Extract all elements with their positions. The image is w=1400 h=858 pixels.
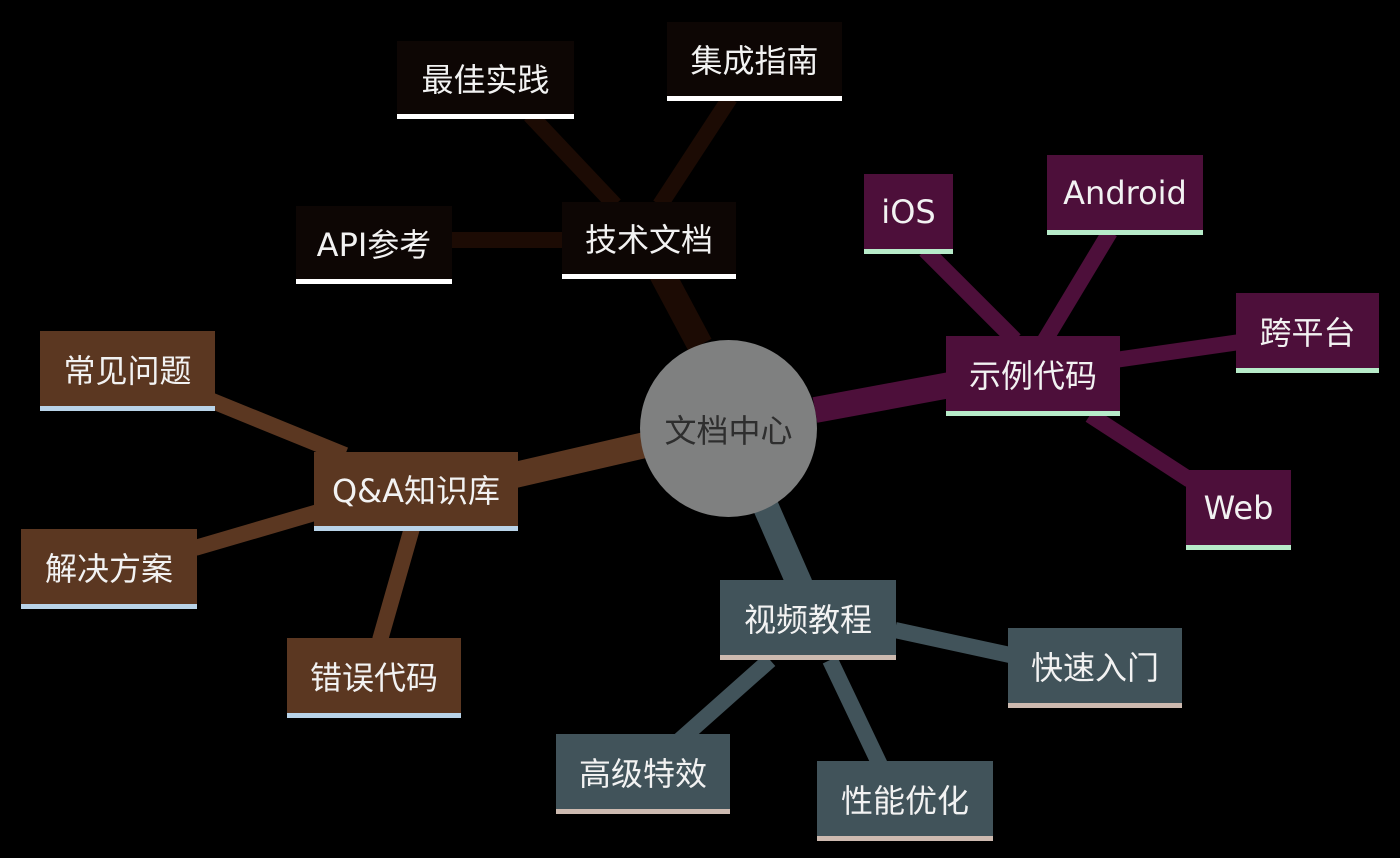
node-best-practices-label: 最佳实践	[421, 60, 550, 99]
node-integration-guide-label: 集成指南	[690, 42, 819, 80]
edge-center-video	[753, 499, 812, 591]
edge-tech-bestpractice	[524, 109, 621, 211]
node-ios[interactable]: iOS	[864, 174, 953, 254]
node-best-practices[interactable]: 最佳实践	[397, 41, 574, 119]
node-ios-label: iOS	[881, 192, 936, 231]
node-advanced-effects-label: 高级特效	[578, 754, 707, 793]
edge-tech-integration	[653, 93, 737, 210]
node-solutions-label: 解决方案	[44, 549, 173, 588]
branch-sample-code[interactable]: 示例代码	[946, 336, 1120, 416]
node-android[interactable]: Android	[1047, 155, 1203, 235]
node-integration-guide[interactable]: 集成指南	[667, 22, 842, 101]
branch-qa-knowledge-base-label: Q&A知识库	[331, 472, 501, 510]
node-cross-platform-label: 跨平台	[1259, 313, 1356, 352]
node-faq[interactable]: 常见问题	[40, 331, 215, 411]
node-error-codes-label: 错误代码	[309, 658, 438, 697]
edge-video-advanced	[674, 654, 776, 746]
node-solutions[interactable]: 解决方案	[21, 529, 197, 609]
branch-tech-docs-label: 技术文档	[584, 221, 713, 259]
edge-qa-faq	[206, 392, 349, 463]
node-quick-start-label: 快速入门	[1030, 648, 1159, 687]
node-api-reference-label: API参考	[316, 225, 432, 264]
edge-center-qa	[512, 432, 648, 488]
branch-video-tutorials[interactable]: 视频教程	[720, 580, 896, 660]
center-node-label: 文档中心	[664, 411, 793, 450]
edge-sample-cross	[1113, 334, 1242, 368]
edge-sample-ios	[919, 244, 1021, 346]
node-advanced-effects[interactable]: 高级特效	[556, 734, 730, 814]
branch-tech-docs[interactable]: 技术文档	[562, 202, 736, 279]
branch-video-tutorials-label: 视频教程	[743, 600, 872, 639]
node-performance[interactable]: 性能优化	[817, 761, 993, 841]
node-error-codes[interactable]: 错误代码	[287, 638, 461, 718]
branch-sample-code-label: 示例代码	[968, 356, 1097, 395]
node-android-label: Android	[1063, 173, 1187, 212]
edge-video-perf	[822, 656, 888, 769]
node-faq-label: 常见问题	[63, 351, 192, 390]
node-performance-label: 性能优化	[840, 781, 969, 820]
node-api-reference[interactable]: API参考	[296, 206, 452, 284]
edge-center-tech	[648, 263, 712, 352]
edge-video-quickstart	[893, 622, 1012, 663]
node-quick-start[interactable]: 快速入门	[1008, 628, 1182, 708]
edge-sample-android	[1038, 227, 1117, 345]
node-web-label: Web	[1203, 488, 1274, 527]
node-web[interactable]: Web	[1186, 470, 1291, 550]
center-node[interactable]: 文档中心	[640, 340, 817, 517]
edge-qa-error	[372, 525, 420, 643]
edge-center-sample	[812, 372, 953, 423]
node-cross-platform[interactable]: 跨平台	[1236, 293, 1379, 373]
branch-qa-knowledge-base[interactable]: Q&A知识库	[314, 452, 518, 531]
edge-qa-solution	[192, 502, 328, 556]
edge-sample-web	[1085, 408, 1195, 487]
